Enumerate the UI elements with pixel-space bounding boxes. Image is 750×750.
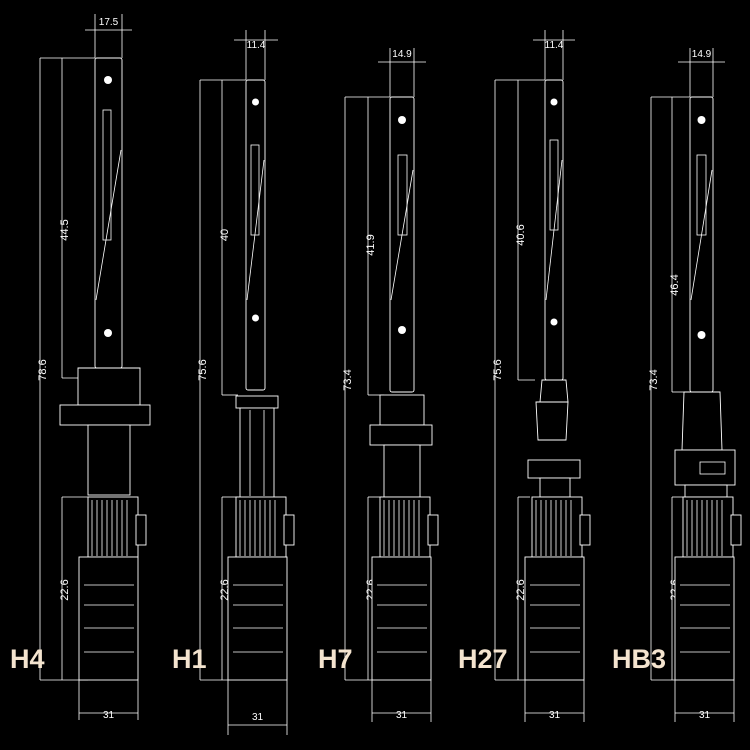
led-length-dimension: 44.5 (59, 219, 71, 240)
base-length-dimension: 22.6 (515, 579, 527, 600)
led-length-dimension: 40 (219, 229, 231, 241)
total-length-dimension: 73.4 (342, 369, 354, 390)
heatsink-fins (383, 500, 420, 556)
base-width-dimension: 31 (103, 710, 115, 721)
total-length-dimension: 73.4 (648, 369, 660, 390)
board-width-dimension: 14.9 (392, 49, 412, 60)
bulb-h4: 17.5 78.6 44.5 22.6 (10, 14, 151, 721)
board-width-dimension: 11.4 (545, 40, 564, 51)
bulb-h27: 11.4 75.6 40.6 22.6 (458, 30, 591, 722)
total-length-dimension: 75.6 (492, 359, 504, 380)
heatsink-fins (91, 500, 128, 556)
board-width-dimension: 11.4 (247, 40, 266, 51)
base-width-dimension: 31 (699, 710, 711, 721)
led-length-dimension: 40.6 (515, 224, 527, 245)
bulb-type-label: H7 (318, 644, 353, 674)
base-width-dimension: 31 (549, 710, 561, 721)
total-length-dimension: 78.6 (37, 359, 49, 380)
heatsink-fins (686, 500, 723, 556)
heatsink-fins (239, 500, 276, 556)
board-width-dimension: 14.9 (692, 49, 712, 60)
board-width-dimension: 17.5 (99, 17, 119, 28)
bulb-h1: 11.4 75.6 40 22.6 (172, 30, 295, 735)
total-length-dimension: 75.6 (197, 359, 209, 380)
bulb-type-label: H4 (10, 644, 45, 674)
heatsink-fins (535, 500, 572, 556)
bulb-hb3: 14.9 73.4 46.4 22.6 (612, 48, 742, 722)
base-width-dimension: 31 (252, 712, 264, 723)
led-length-dimension: 46.4 (669, 274, 681, 295)
bulb-type-label: H27 (458, 644, 508, 674)
led-length-dimension: 41.9 (365, 234, 377, 255)
bulb-h7: 14.9 73.4 41.9 22.6 3 (318, 48, 439, 722)
bulb-type-label: H1 (172, 644, 207, 674)
base-length-dimension: 22.6 (59, 579, 71, 600)
base-width-dimension: 31 (396, 710, 408, 721)
bulb-type-label: HB3 (612, 644, 666, 674)
